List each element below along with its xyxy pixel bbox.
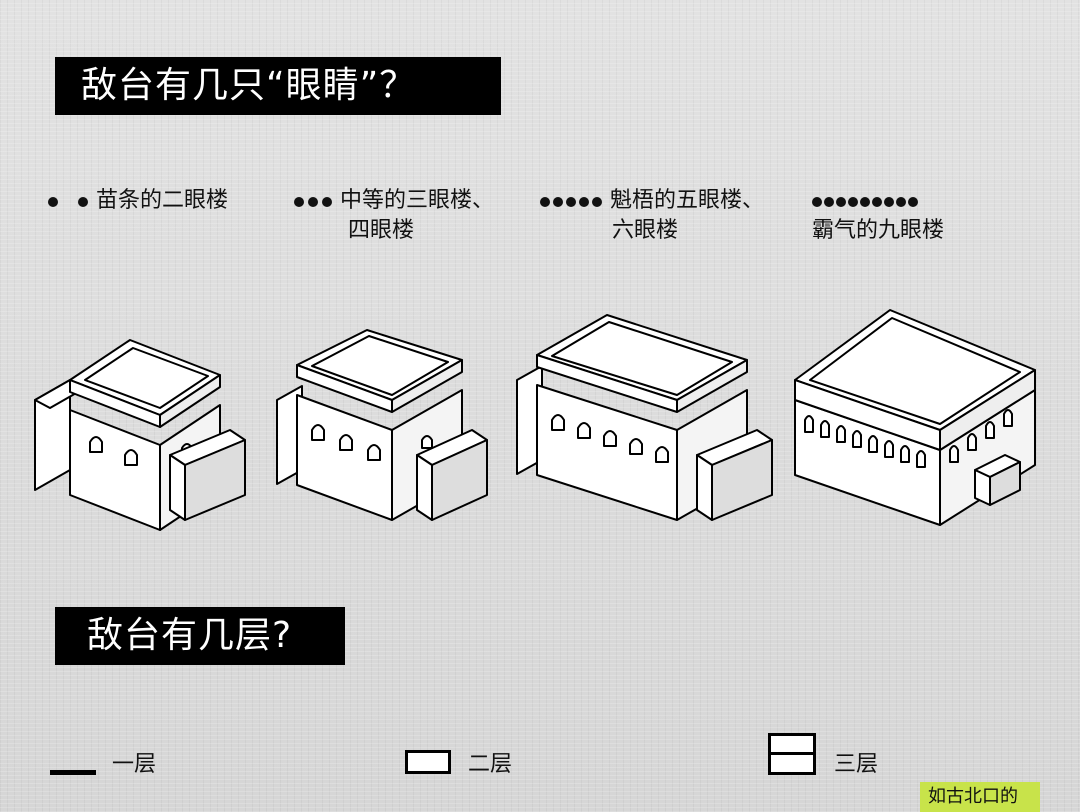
category-label: 苗条的二眼楼: [96, 188, 229, 213]
nine-eye-tower-illustration: [794, 309, 1036, 526]
legend-one-floor: 一层: [112, 752, 157, 777]
legend-three-floor: 三层: [834, 752, 879, 777]
two-eye-tower-illustration: [34, 339, 246, 531]
dots-two: [48, 186, 88, 216]
three-eye-tower-illustration: [276, 329, 488, 521]
category-five-six-eye: 魁梧的五眼楼、 六眼楼: [540, 186, 764, 246]
title-eyes: 敌台有几只“眼睛”？: [55, 57, 501, 115]
category-three-four-eye: 中等的三眼楼、 四眼楼: [294, 186, 494, 246]
category-label-line2: 六眼楼: [612, 218, 679, 243]
category-label: 魁梧的五眼楼、: [610, 188, 765, 213]
category-label-line2: 四眼楼: [348, 218, 415, 243]
five-six-eye-tower-illustration: [516, 314, 773, 521]
one-floor-symbol: [50, 770, 96, 775]
two-floor-symbol: [405, 750, 451, 774]
category-label: 中等的三眼楼、: [340, 188, 495, 213]
dots-five: [540, 186, 602, 216]
category-nine-eye: 霸气的九眼楼: [812, 186, 944, 246]
category-two-eye: 苗条的二眼楼: [48, 186, 228, 216]
caption-badge: 如古北口的: [920, 782, 1040, 812]
dots-three: [294, 186, 332, 216]
title-floors: 敌台有几层?: [55, 607, 345, 665]
category-label-line2: 霸气的九眼楼: [812, 218, 945, 243]
three-floor-symbol: [768, 733, 816, 775]
legend-two-floor: 二层: [468, 752, 513, 777]
dots-nine: [812, 186, 918, 216]
